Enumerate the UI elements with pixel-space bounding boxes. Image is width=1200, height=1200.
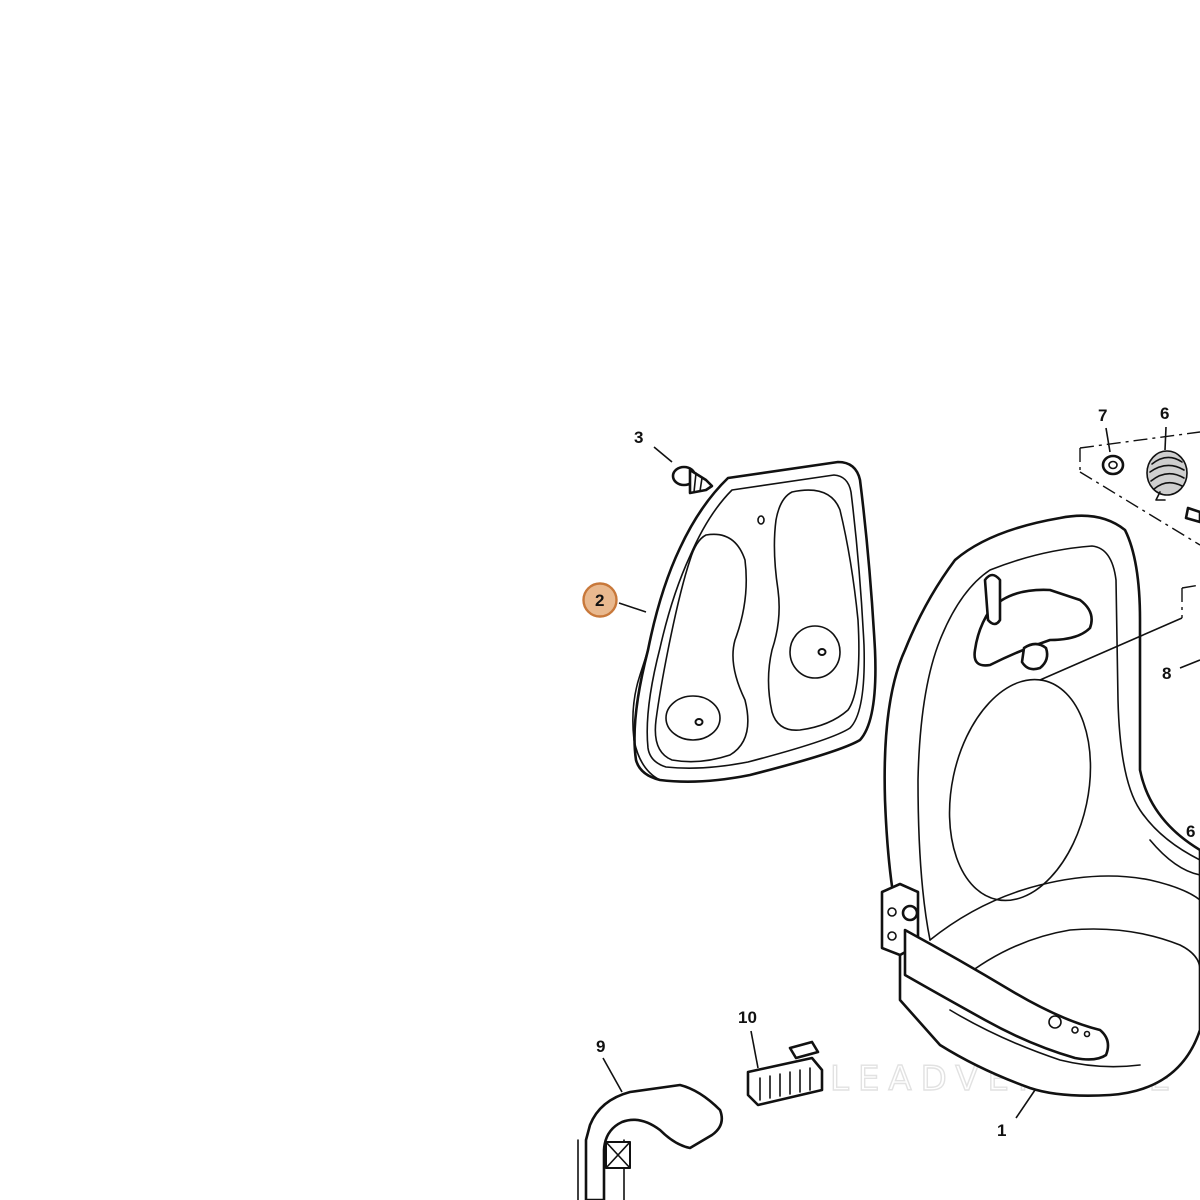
buckle-body: [746, 1056, 824, 1107]
bolt-stub: [1184, 506, 1200, 524]
callouts: 3 2 7 6 8 6 10 9 1: [582, 404, 1195, 1140]
leader-10: [750, 1030, 759, 1069]
frame-hinge-pin: [901, 904, 919, 922]
frame-rail-hole-1: [1048, 1015, 1062, 1029]
frame-top-wing: [983, 573, 1002, 626]
frame-window: [948, 678, 1092, 902]
frame-inner-lip: [917, 545, 1200, 941]
buckle-part[interactable]: [746, 1040, 824, 1107]
frame-inner-well: [929, 875, 1200, 941]
alignment-line-right: [1181, 584, 1200, 589]
callout-2[interactable]: 2: [595, 591, 604, 610]
leader-8-frame: [1039, 617, 1183, 681]
strap-fold: [584, 1083, 724, 1200]
back-pad-part[interactable]: [632, 460, 877, 783]
frame-hinge-hole-1: [887, 907, 897, 917]
leader-7: [1105, 427, 1111, 453]
leader-2: [618, 602, 647, 613]
spring-leg: [1155, 491, 1166, 501]
back-pad-left-dome: [665, 695, 721, 741]
frame-knob: [1020, 642, 1049, 671]
frame-part[interactable]: [880, 514, 1200, 1097]
callout-1[interactable]: 1: [997, 1121, 1006, 1140]
callout-6-top[interactable]: 6: [1160, 404, 1169, 423]
back-pad-left-cushion: [654, 533, 749, 763]
callout-7[interactable]: 7: [1098, 406, 1107, 425]
callout-2-highlight[interactable]: [582, 582, 618, 618]
frame-hinge-hole-2: [887, 931, 897, 941]
frame-floor-front: [949, 1009, 1141, 1068]
strap-part[interactable]: [577, 1083, 724, 1200]
frame-arm-bracket: [973, 588, 1093, 667]
back-pad-right-cushion: [767, 489, 860, 731]
leader-8: [1179, 659, 1200, 669]
callout-3[interactable]: 3: [634, 428, 643, 447]
washer-outer: [1101, 454, 1125, 476]
strap-label-x: [605, 1141, 631, 1169]
callout-9[interactable]: 9: [596, 1037, 605, 1056]
leader-6a: [1164, 426, 1167, 451]
back-pad-rim: [646, 474, 866, 770]
frame-floor: [959, 928, 1200, 981]
leader-lines: [602, 426, 1200, 1119]
alignment-lines: [1079, 431, 1200, 618]
frame-rail-hole-2: [1071, 1026, 1079, 1034]
alignment-line-diag: [1079, 471, 1200, 546]
frame-rail-hole-3: [1083, 1030, 1091, 1038]
alignment-line-top: [1079, 431, 1200, 449]
buckle-teeth: [759, 1067, 811, 1101]
back-pad-edge: [632, 649, 661, 781]
back-pad-left-hole: [694, 718, 704, 726]
buckle-hook: [788, 1040, 820, 1060]
frame-right-wall: [1149, 839, 1200, 876]
back-pad-outline: [633, 460, 877, 783]
callout-8[interactable]: 8: [1162, 664, 1171, 683]
back-pad-top-hole: [757, 515, 765, 525]
spring-part[interactable]: [1146, 450, 1188, 501]
frame-outer: [883, 514, 1200, 1097]
leader-1: [1015, 1089, 1036, 1119]
washer-part[interactable]: [1101, 454, 1125, 476]
leader-3: [653, 446, 673, 463]
clip-barbs: [693, 472, 703, 493]
callout-6-right[interactable]: 6: [1186, 822, 1195, 841]
back-pad-right-dome: [789, 625, 841, 679]
leader-9: [602, 1057, 623, 1093]
callout-10[interactable]: 10: [738, 1008, 757, 1027]
back-pad-right-hole: [817, 648, 827, 656]
spring-windings: [1149, 456, 1185, 490]
bolt-part: [1184, 506, 1200, 524]
washer-inner: [1108, 460, 1118, 470]
clip-part[interactable]: [671, 465, 714, 495]
